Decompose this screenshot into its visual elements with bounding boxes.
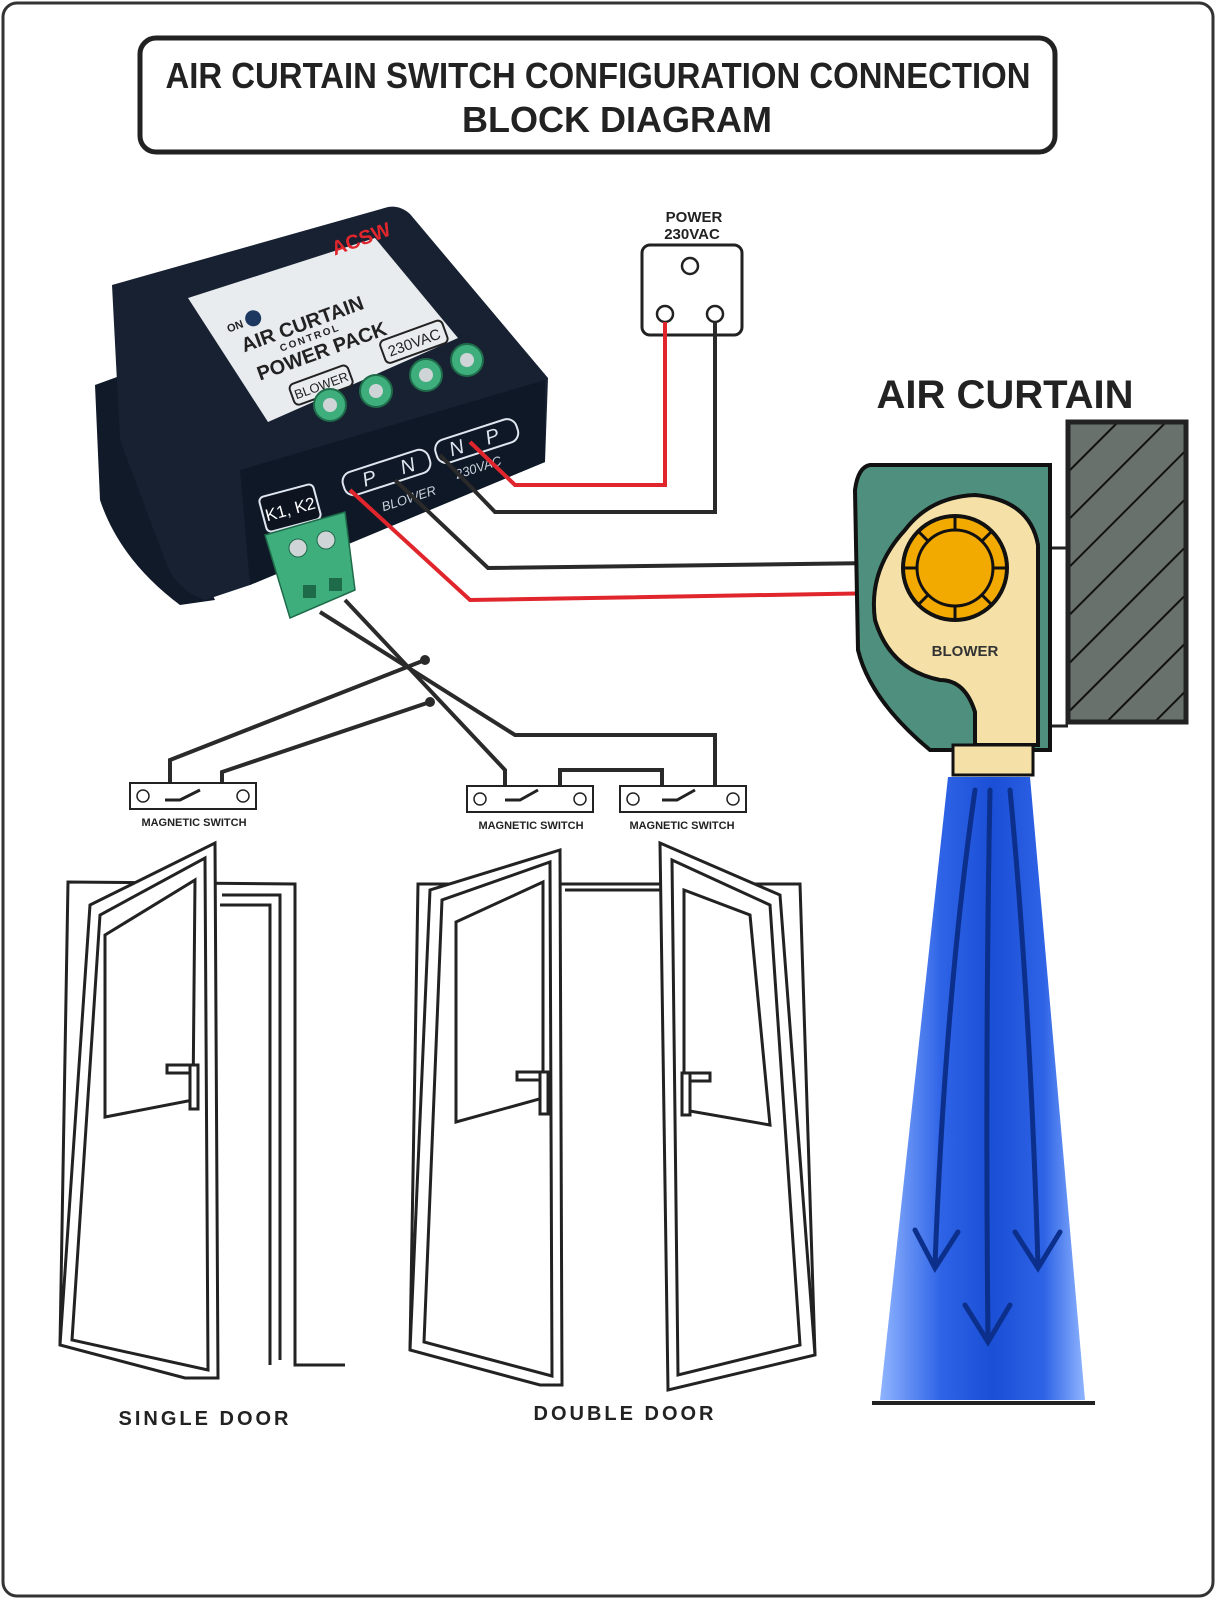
supply-neutral-wire (438, 322, 717, 514)
junction-dot (420, 655, 430, 665)
title-line-1: AIR CURTAIN SWITCH CONFIGURATION CONNECT… (166, 55, 1031, 96)
switch-label: MAGNETIC SWITCH (629, 820, 734, 832)
airflow-arrows (912, 787, 1063, 1347)
device-on-label: ON (225, 318, 245, 335)
junction-dot (425, 697, 435, 707)
blower-live-wire (348, 488, 886, 603)
magnetic-switch-double-right: MAGNETIC SWITCH (619, 785, 747, 832)
air-nozzle (951, 743, 1035, 777)
power-voltage-label: 230VAC (664, 226, 720, 243)
blower-neutral-wire (393, 478, 876, 571)
switch-terminal-block (264, 511, 356, 620)
double-door-label: DOUBLE DOOR (534, 1403, 717, 1425)
air-curtain-title: AIR CURTAIN (876, 373, 1133, 417)
title-box: AIR CURTAIN SWITCH CONFIGURATION CONNECT… (137, 35, 1058, 155)
power-led-icon (245, 310, 262, 327)
magnetic-switch-double-left: MAGNETIC SWITCH (466, 785, 594, 832)
live-socket-icon (655, 304, 675, 324)
title-line-2: BLOCK DIAGRAM (462, 99, 772, 140)
switch-label: MAGNETIC SWITCH (478, 820, 583, 832)
wall-hatched (1065, 419, 1189, 725)
power-outlet: POWER 230VAC (640, 209, 744, 337)
magnetic-switch-single: MAGNETIC SWITCH (129, 782, 257, 829)
blower-label: BLOWER (932, 643, 999, 660)
control-power-pack: ACSW ON AIR CURTAIN CONTROL POWER PACK B… (95, 206, 548, 620)
blower-fan-icon (901, 514, 1009, 622)
air-curtain-unit: AIR CURTAIN BLOWER (852, 373, 1189, 1405)
power-label: POWER (666, 209, 723, 226)
switch-label: MAGNETIC SWITCH (141, 817, 246, 829)
switch-wire-k1 (318, 610, 717, 800)
single-door-label: SINGLE DOOR (118, 1408, 291, 1430)
double-door-drawing: DOUBLE DOOR (408, 840, 817, 1425)
neutral-socket-icon (705, 304, 725, 324)
device-label-panel (188, 238, 458, 422)
earth-socket-icon (680, 256, 700, 276)
supply-live-wire (468, 322, 667, 487)
single-door-drawing: SINGLE DOOR (58, 840, 345, 1430)
airflow-beam (880, 777, 1085, 1400)
